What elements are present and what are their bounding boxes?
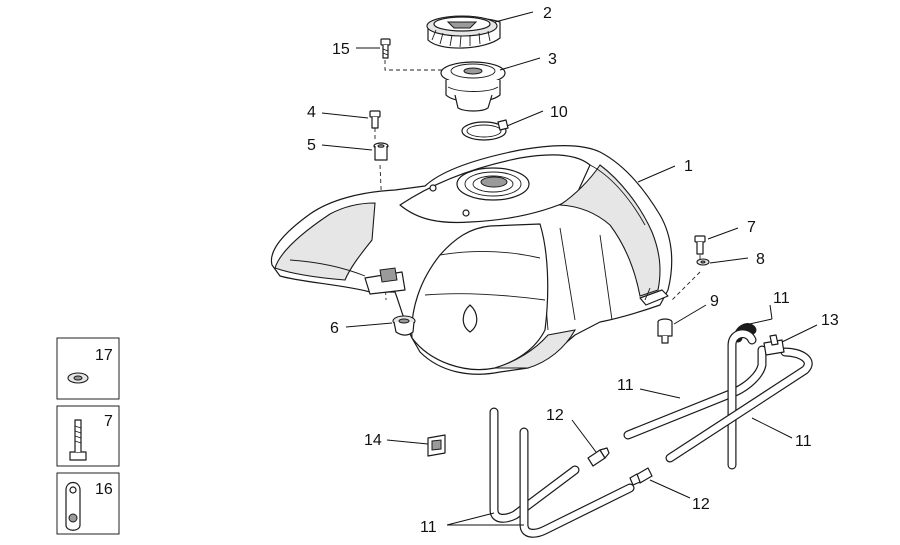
label-11-mid: 11 — [617, 377, 634, 394]
label-10: 10 — [550, 104, 568, 121]
washer-8 — [696, 258, 710, 266]
label-12-top: 12 — [546, 407, 564, 424]
filler-neck-flange — [440, 61, 506, 112]
label-3: 3 — [548, 51, 557, 68]
breather-hoses — [489, 323, 813, 538]
label-11-right: 11 — [795, 433, 812, 450]
reference-box-7 — [56, 405, 120, 467]
label-15: 15 — [332, 41, 350, 58]
label-7: 7 — [747, 219, 756, 236]
label-7-box: 7 — [104, 413, 113, 430]
label-12-bottom: 12 — [692, 496, 710, 513]
connector-12a — [587, 447, 610, 467]
hose-clamp — [461, 119, 509, 141]
rubber-mount-9 — [657, 318, 673, 344]
label-1: 1 — [684, 158, 693, 175]
label-9: 9 — [710, 293, 719, 310]
label-11-bottom: 11 — [420, 519, 437, 536]
screw-4 — [369, 110, 381, 129]
label-6: 6 — [330, 320, 339, 337]
spacer-5 — [373, 142, 389, 161]
connector-12b — [629, 467, 653, 486]
t-fitting-13 — [763, 334, 785, 356]
screw-7 — [694, 235, 706, 255]
reference-box-16 — [56, 472, 120, 535]
label-13: 13 — [821, 312, 839, 329]
label-16-box: 16 — [95, 481, 113, 498]
label-5: 5 — [307, 137, 316, 154]
hose-clip-14 — [427, 434, 446, 457]
callout-labels: 1 2 3 4 5 6 7 7 8 9 10 11 11 11 11 12 12… — [95, 5, 839, 536]
label-11-top: 11 — [773, 290, 790, 307]
label-17-box: 17 — [95, 347, 113, 364]
leader-lines — [321, 11, 818, 526]
label-14: 14 — [364, 432, 382, 449]
screw-15 — [380, 38, 391, 59]
label-4: 4 — [307, 104, 316, 121]
reference-box-17 — [56, 337, 120, 400]
label-2: 2 — [543, 5, 552, 22]
fuel-tank — [270, 145, 673, 375]
filler-cap — [426, 15, 501, 49]
label-8: 8 — [756, 251, 765, 268]
grommet-6 — [392, 315, 416, 336]
